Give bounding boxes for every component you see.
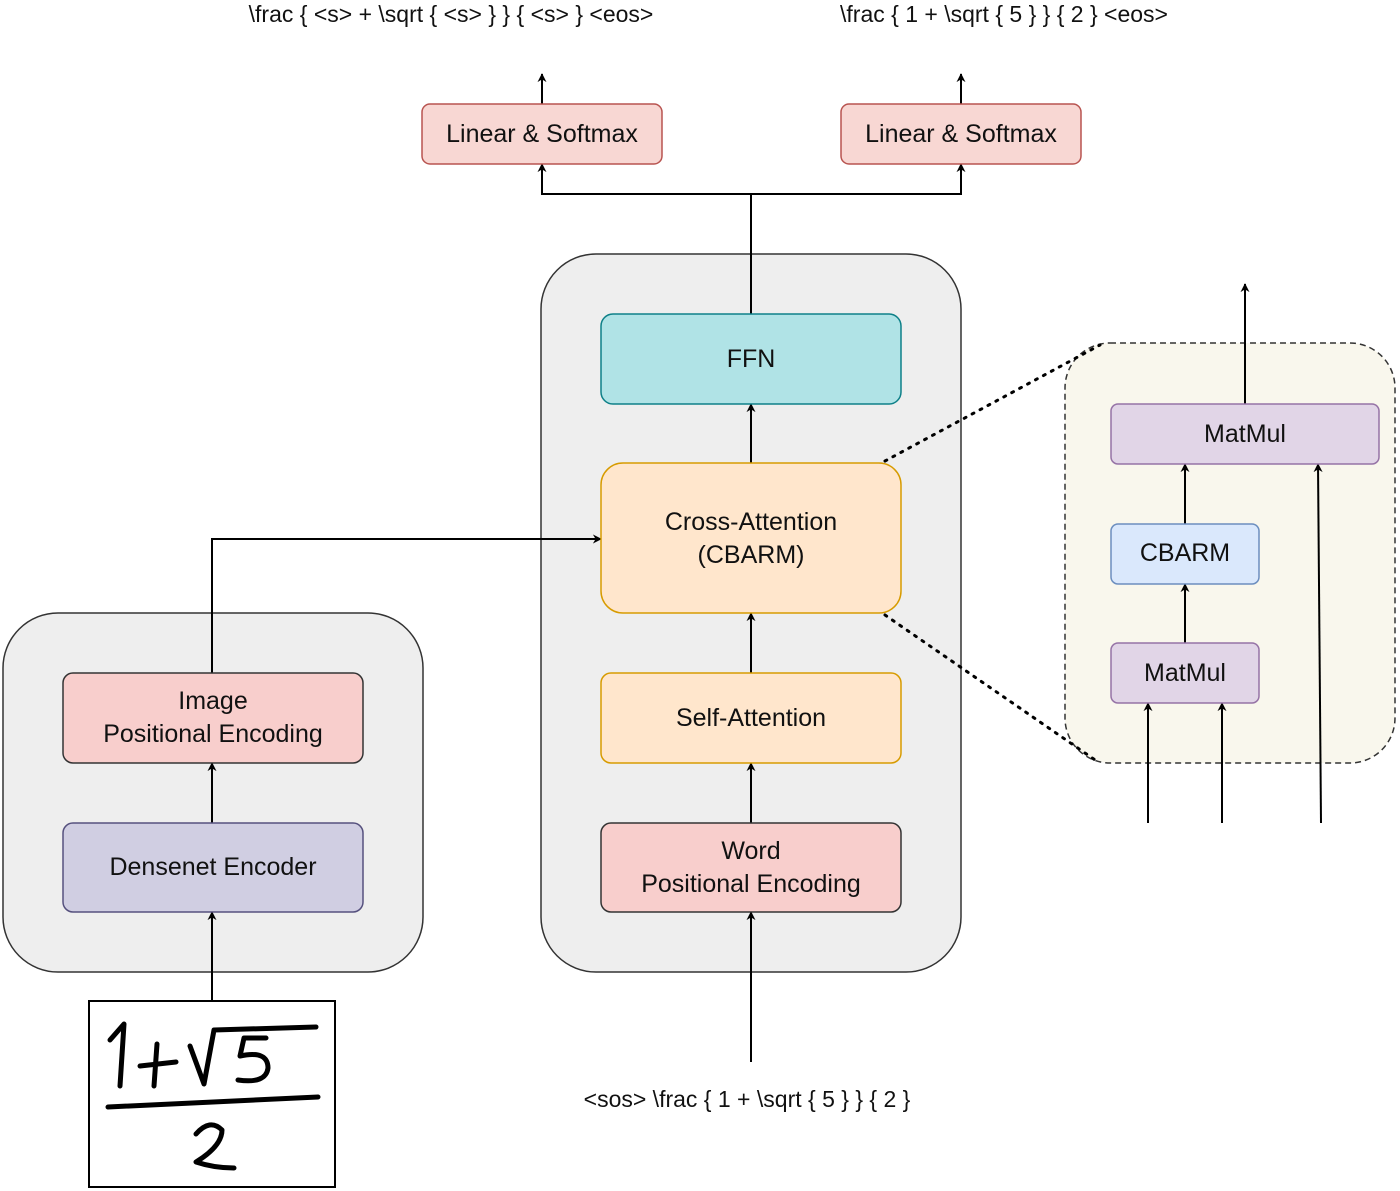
left-linear-softmax-box: Linear & Softmax xyxy=(421,103,663,165)
detail-top-matmul-label: MatMul xyxy=(1204,420,1286,448)
cross-attention-box: Cross-Attention (CBARM) xyxy=(600,462,902,614)
connectors xyxy=(207,73,1323,1062)
image-pe-label: Image xyxy=(178,687,247,715)
detail-bottom-matmul-label: MatMul xyxy=(1144,659,1226,687)
image-pe-sublabel: Positional Encoding xyxy=(103,720,323,748)
right-output-sequence: \frac { 1 + \sqrt { 5 } } { 2 } <eos> xyxy=(840,1,1168,27)
cross-attention-sublabel: (CBARM) xyxy=(698,541,805,569)
ffn-to-right-head xyxy=(751,163,966,195)
word-positional-encoding-box: Word Positional Encoding xyxy=(600,822,902,913)
ffn-to-left-head xyxy=(537,163,752,314)
right-linear-softmax-label: Linear & Softmax xyxy=(865,120,1057,148)
self-attention-box: Self-Attention xyxy=(600,672,902,764)
detail-top-matmul-box: MatMul xyxy=(1110,403,1380,465)
left-output-sequence: \frac { <s> + \sqrt { <s> } } { <s> } <e… xyxy=(249,1,654,27)
self-attention-label: Self-Attention xyxy=(676,704,826,732)
right-linear-softmax-box: Linear & Softmax xyxy=(840,103,1082,165)
densenet-encoder-label: Densenet Encoder xyxy=(109,853,316,881)
left-linear-softmax-label: Linear & Softmax xyxy=(446,120,638,148)
handwritten-formula-image xyxy=(88,1000,336,1188)
densenet-encoder-box: Densenet Encoder xyxy=(62,822,364,913)
cross-attention-label: Cross-Attention xyxy=(665,508,837,536)
word-pe-label: Word xyxy=(721,837,780,865)
input-sequence: <sos> \frac { 1 + \sqrt { 5 } } { 2 } xyxy=(584,1086,911,1112)
word-pe-sublabel: Positional Encoding xyxy=(641,870,861,898)
detail-cbarm-label: CBARM xyxy=(1140,539,1230,567)
ffn-label: FFN xyxy=(727,345,776,373)
ffn-box: FFN xyxy=(600,313,902,405)
zoom-line-bottom xyxy=(883,613,1100,764)
encoder-to-cross-attention xyxy=(211,534,602,673)
arrow-input-value xyxy=(1313,463,1323,824)
image-positional-encoding-box: Image Positional Encoding xyxy=(62,672,364,764)
detail-bottom-matmul-box: MatMul xyxy=(1110,642,1260,704)
detail-cbarm-box: CBARM xyxy=(1110,523,1260,585)
